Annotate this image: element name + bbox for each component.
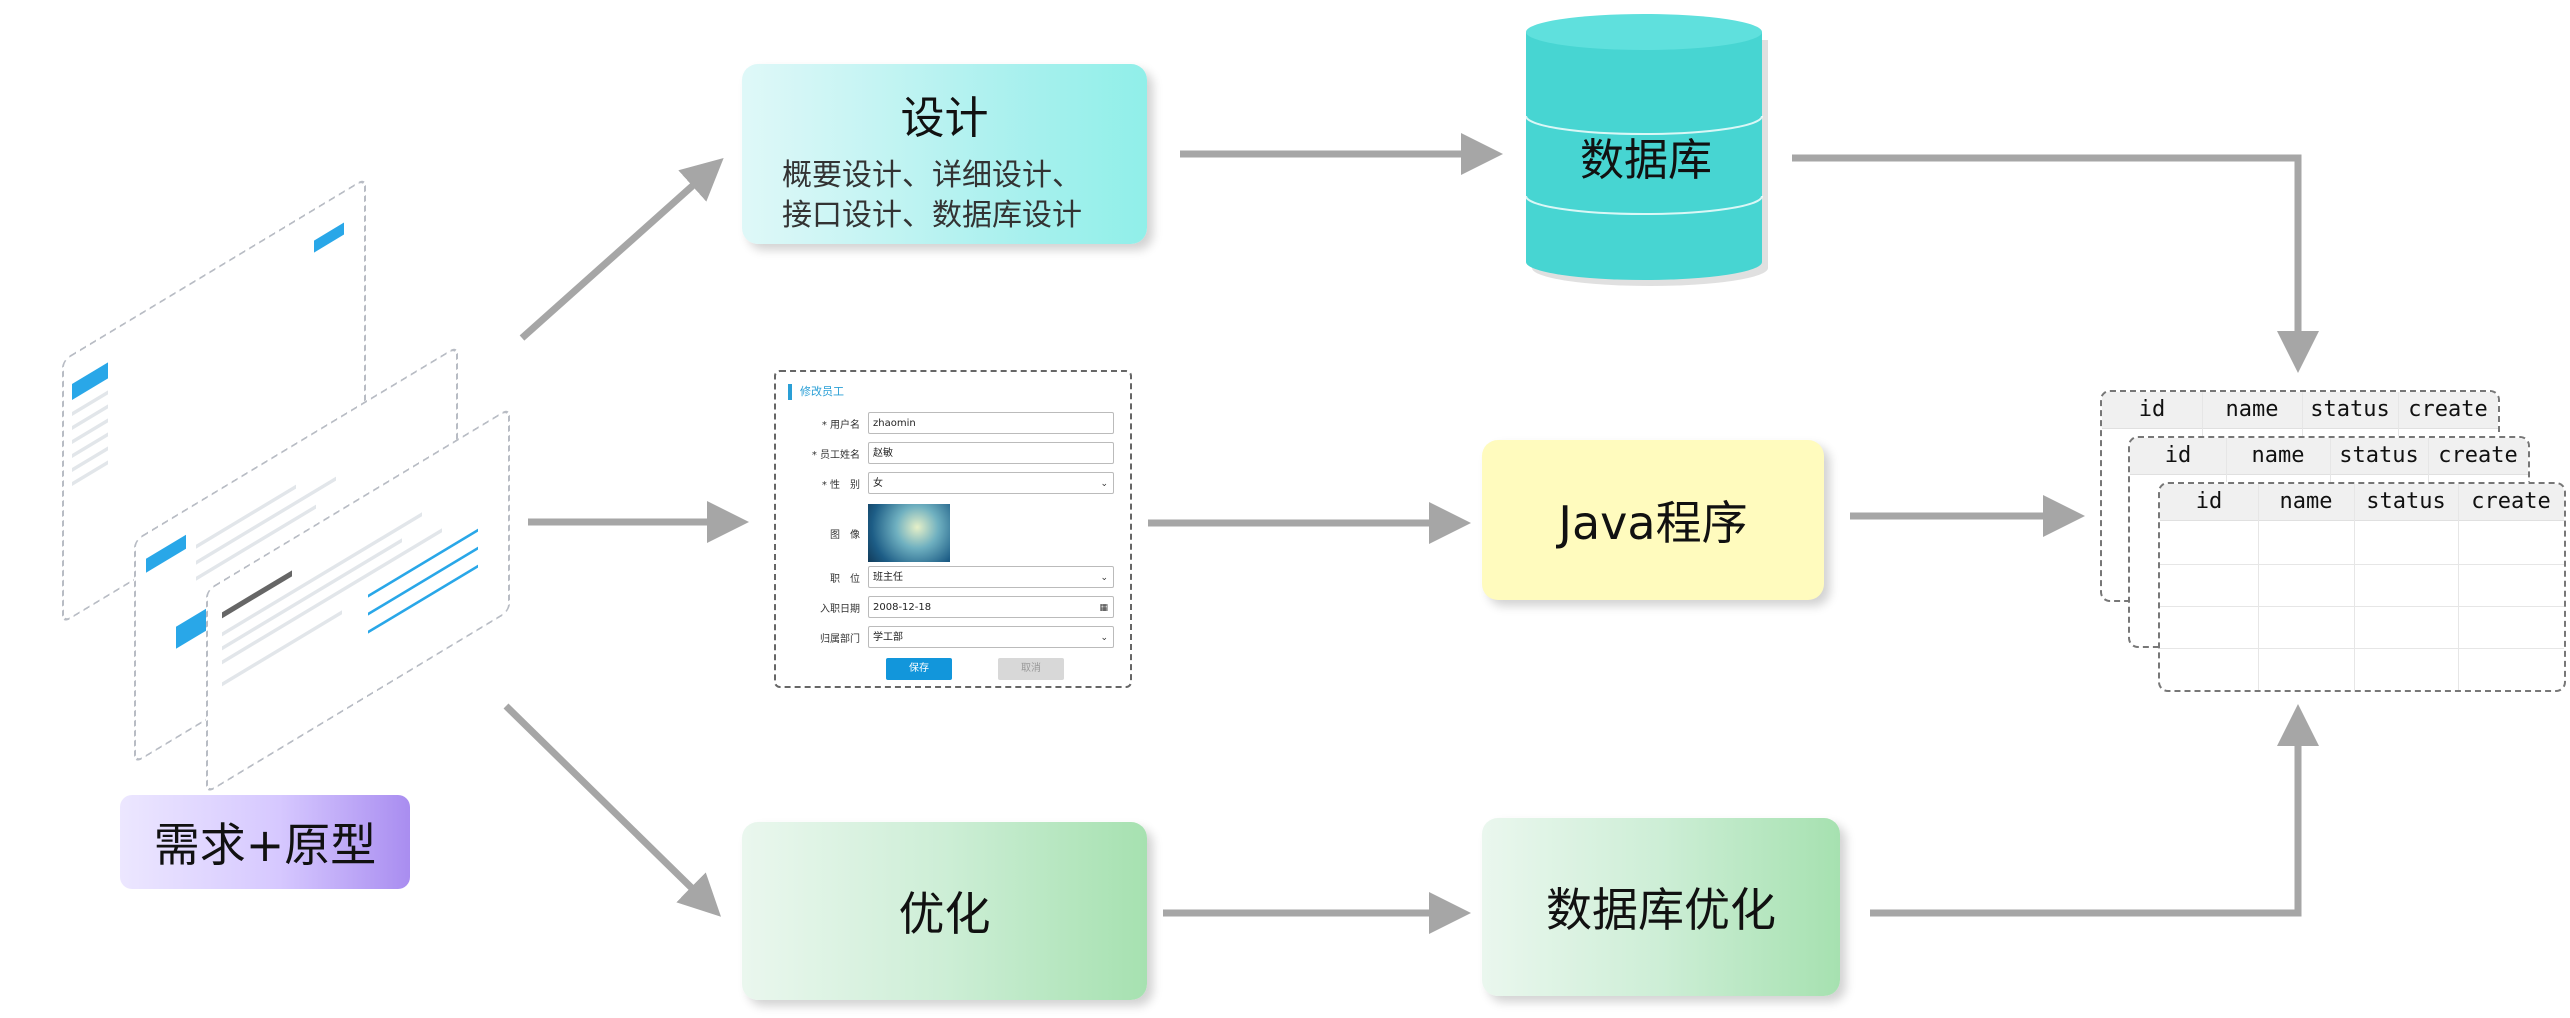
arrow-req-to-optimize (503, 703, 721, 917)
arrow-db-to-table (1792, 154, 2319, 373)
form-label: 归属部门 (820, 634, 860, 645)
form-row-name: * 员工姓名 赵敏 (776, 442, 1130, 466)
design-box: 设计 概要设计、详细设计、 接口设计、数据库设计 (742, 64, 1147, 244)
java-program-box: Java程序 (1482, 440, 1824, 600)
calendar-icon: ▦ (1099, 603, 1108, 613)
form-row-username: * 用户名 zhaomin (776, 412, 1130, 436)
table-header: id name status create (2102, 392, 2498, 429)
form-row-dept: 归属部门 学工部 ⌄ (776, 626, 1130, 650)
form-row-gender: * 性 别 女 ⌄ (776, 472, 1130, 496)
form-title: 修改员工 (788, 384, 844, 400)
dept-select[interactable]: 学工部 ⌄ (868, 626, 1114, 648)
column-header-status: status (2339, 443, 2419, 468)
gender-select[interactable]: 女 ⌄ (868, 472, 1114, 494)
arrow-dbopt-to-table (1870, 704, 2319, 917)
database-label: 数据库 (1580, 135, 1712, 186)
form-label: * 员工姓名 (811, 450, 860, 461)
requirement-prototype-label: 需求+原型 (120, 795, 410, 889)
column-header-create: create (2438, 443, 2518, 468)
database-cylinder (1525, 14, 1768, 286)
edit-employee-form: 修改员工 * 用户名 zhaomin * 员工姓名 赵敏 * 性 别 女 ⌄ 图… (774, 370, 1132, 688)
database-optimize-box: 数据库优化 (1482, 818, 1840, 996)
column-header-name: name (2279, 489, 2333, 514)
table-header: id name status create (2160, 484, 2564, 521)
column-header-name: name (2225, 397, 2279, 422)
design-line-1: 概要设计、详细设计、 (782, 158, 1082, 193)
form-label: * 性 别 (821, 480, 860, 491)
job-value: 班主任 (873, 572, 903, 583)
table-header: id name status create (2130, 438, 2528, 475)
chevron-down-icon: ⌄ (1100, 573, 1108, 583)
form-label: 图 像 (830, 530, 860, 541)
column-header-id: id (2195, 489, 2223, 514)
optimize-box: 优化 (742, 822, 1147, 1000)
dept-value: 学工部 (873, 632, 903, 643)
column-header-id: id (2138, 397, 2166, 422)
chevron-down-icon: ⌄ (1100, 633, 1108, 643)
form-row-job: 职 位 班主任 ⌄ (776, 566, 1130, 590)
form-label: 入职日期 (820, 604, 860, 615)
chevron-down-icon: ⌄ (1100, 479, 1108, 489)
column-header-status: status (2310, 397, 2390, 422)
design-line-2: 接口设计、数据库设计 (782, 198, 1082, 233)
column-header-create: create (2471, 489, 2551, 514)
job-select[interactable]: 班主任 ⌄ (868, 566, 1114, 588)
design-title: 设计 (900, 93, 989, 144)
form-label: * 用户名 (821, 420, 860, 431)
form-label: 职 位 (830, 574, 860, 585)
cancel-button[interactable]: 取消 (998, 658, 1064, 680)
form-row-entrydate: 入职日期 2008-12-18 ▦ (776, 596, 1130, 620)
employee-name-input[interactable]: 赵敏 (868, 442, 1114, 464)
employee-image[interactable] (868, 504, 950, 562)
gender-value: 女 (873, 478, 883, 489)
column-header-id: id (2164, 443, 2192, 468)
column-header-name: name (2251, 443, 2305, 468)
entry-date-value: 2008-12-18 (873, 602, 932, 613)
design-description: 概要设计、详细设计、 接口设计、数据库设计 (782, 156, 1082, 236)
form-row-image: 图 像 (776, 504, 1130, 564)
column-header-create: create (2408, 397, 2488, 422)
save-button[interactable]: 保存 (886, 658, 952, 680)
username-input[interactable]: zhaomin (868, 412, 1114, 434)
result-table-front: id name status create (2158, 482, 2566, 692)
arrow-req-to-design (519, 158, 724, 341)
entry-date-input[interactable]: 2008-12-18 ▦ (868, 596, 1114, 618)
column-header-status: status (2366, 489, 2446, 514)
